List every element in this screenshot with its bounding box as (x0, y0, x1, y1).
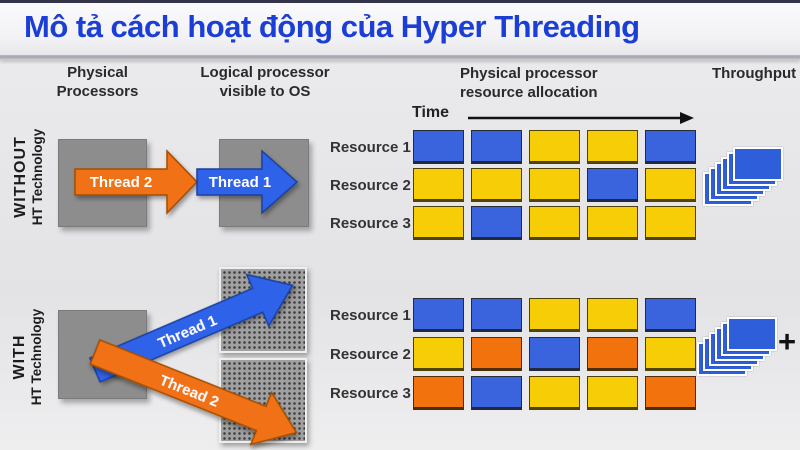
resource-label: Resource 2 (330, 345, 411, 363)
allocation-cell (645, 130, 696, 164)
resource-row: Resource 1 (330, 130, 696, 164)
throughput-stack-without (698, 145, 790, 213)
without-label-line1: WITHOUT (12, 136, 29, 218)
resource-cells (413, 298, 696, 332)
resource-label: Resource 3 (330, 384, 411, 402)
thread-arrows-with: Thread 1 Thread 2 (88, 273, 298, 446)
with-label-line1: WITH (11, 334, 28, 380)
with-label-line2: HT Technology (29, 308, 44, 406)
resource-row: Resource 3 (330, 206, 696, 240)
resource-row: Resource 2 (330, 337, 696, 371)
resource-cells (413, 168, 696, 202)
resource-grid-without: Resource 1 Resource 2 Resource 3 (330, 130, 696, 240)
header-throughput: Throughput (712, 65, 797, 82)
allocation-cell (587, 206, 638, 240)
allocation-cell (471, 298, 522, 332)
allocation-cell (413, 376, 464, 410)
allocation-cell (587, 376, 638, 410)
throughput-stack-with (692, 315, 784, 383)
resource-label: Resource 1 (330, 306, 411, 324)
throughput-layer (727, 317, 777, 351)
allocation-cell (529, 206, 580, 240)
allocation-cell (413, 168, 464, 202)
allocation-cell (471, 337, 522, 371)
allocation-cell (645, 376, 696, 410)
resource-cells (413, 376, 696, 410)
resource-row: Resource 1 (330, 298, 696, 332)
resource-cells (413, 130, 696, 164)
top-edge-line (0, 0, 800, 3)
plus-sign: + (778, 324, 797, 359)
thread-arrows-without: Thread 2 Thread 1 (74, 149, 299, 215)
section-label-with: WITH HT Technology (5, 287, 51, 427)
allocation-cell (413, 298, 464, 332)
header-resource-allocation: Physical processor resource allocation (460, 65, 598, 101)
title-banner: Mô tả cách hoạt động của Hyper Threading (0, 0, 800, 55)
allocation-cell (645, 206, 696, 240)
thread2-label: Thread 2 (90, 174, 153, 191)
header-physical-processors: Physical Processors (56, 64, 139, 100)
resource-row: Resource 2 (330, 168, 696, 202)
allocation-cell (587, 130, 638, 164)
allocation-cell (471, 168, 522, 202)
allocation-cell (413, 130, 464, 164)
allocation-cell (471, 130, 522, 164)
throughput-layer (733, 147, 783, 181)
resource-cells (413, 337, 696, 371)
allocation-cell (529, 298, 580, 332)
time-arrow (468, 112, 694, 124)
allocation-cell (645, 337, 696, 371)
thread1-arrow: Thread 1 (196, 149, 299, 215)
resource-cells (413, 206, 696, 240)
allocation-cell (413, 337, 464, 371)
allocation-cell (587, 168, 638, 202)
without-label-line2: HT Technology (30, 128, 45, 226)
banner-divider (0, 55, 800, 60)
allocation-cell (587, 298, 638, 332)
time-label: Time (412, 104, 450, 121)
allocation-cell (471, 206, 522, 240)
allocation-cell (645, 168, 696, 202)
page-title: Mô tả cách hoạt động của Hyper Threading (24, 9, 640, 44)
allocation-cell (645, 298, 696, 332)
resource-grid-with: Resource 1 Resource 2 Resource 3 (330, 298, 696, 410)
allocation-cell (471, 376, 522, 410)
thread2-arrow-with: Thread 2 (89, 338, 298, 446)
section-label-without: WITHOUT HT Technology (6, 107, 52, 247)
allocation-cell (529, 376, 580, 410)
thread2-arrow: Thread 2 (74, 149, 199, 215)
allocation-cell (529, 130, 580, 164)
allocation-cell (413, 206, 464, 240)
resource-label: Resource 2 (330, 176, 411, 194)
thread1-label: Thread 1 (209, 174, 272, 191)
allocation-cell (529, 168, 580, 202)
resource-label: Resource 3 (330, 214, 411, 232)
resource-row: Resource 3 (330, 376, 696, 410)
allocation-cell (529, 337, 580, 371)
resource-label: Resource 1 (330, 138, 411, 156)
allocation-cell (587, 337, 638, 371)
header-logical-processor: Logical processor visible to OS (200, 64, 330, 100)
